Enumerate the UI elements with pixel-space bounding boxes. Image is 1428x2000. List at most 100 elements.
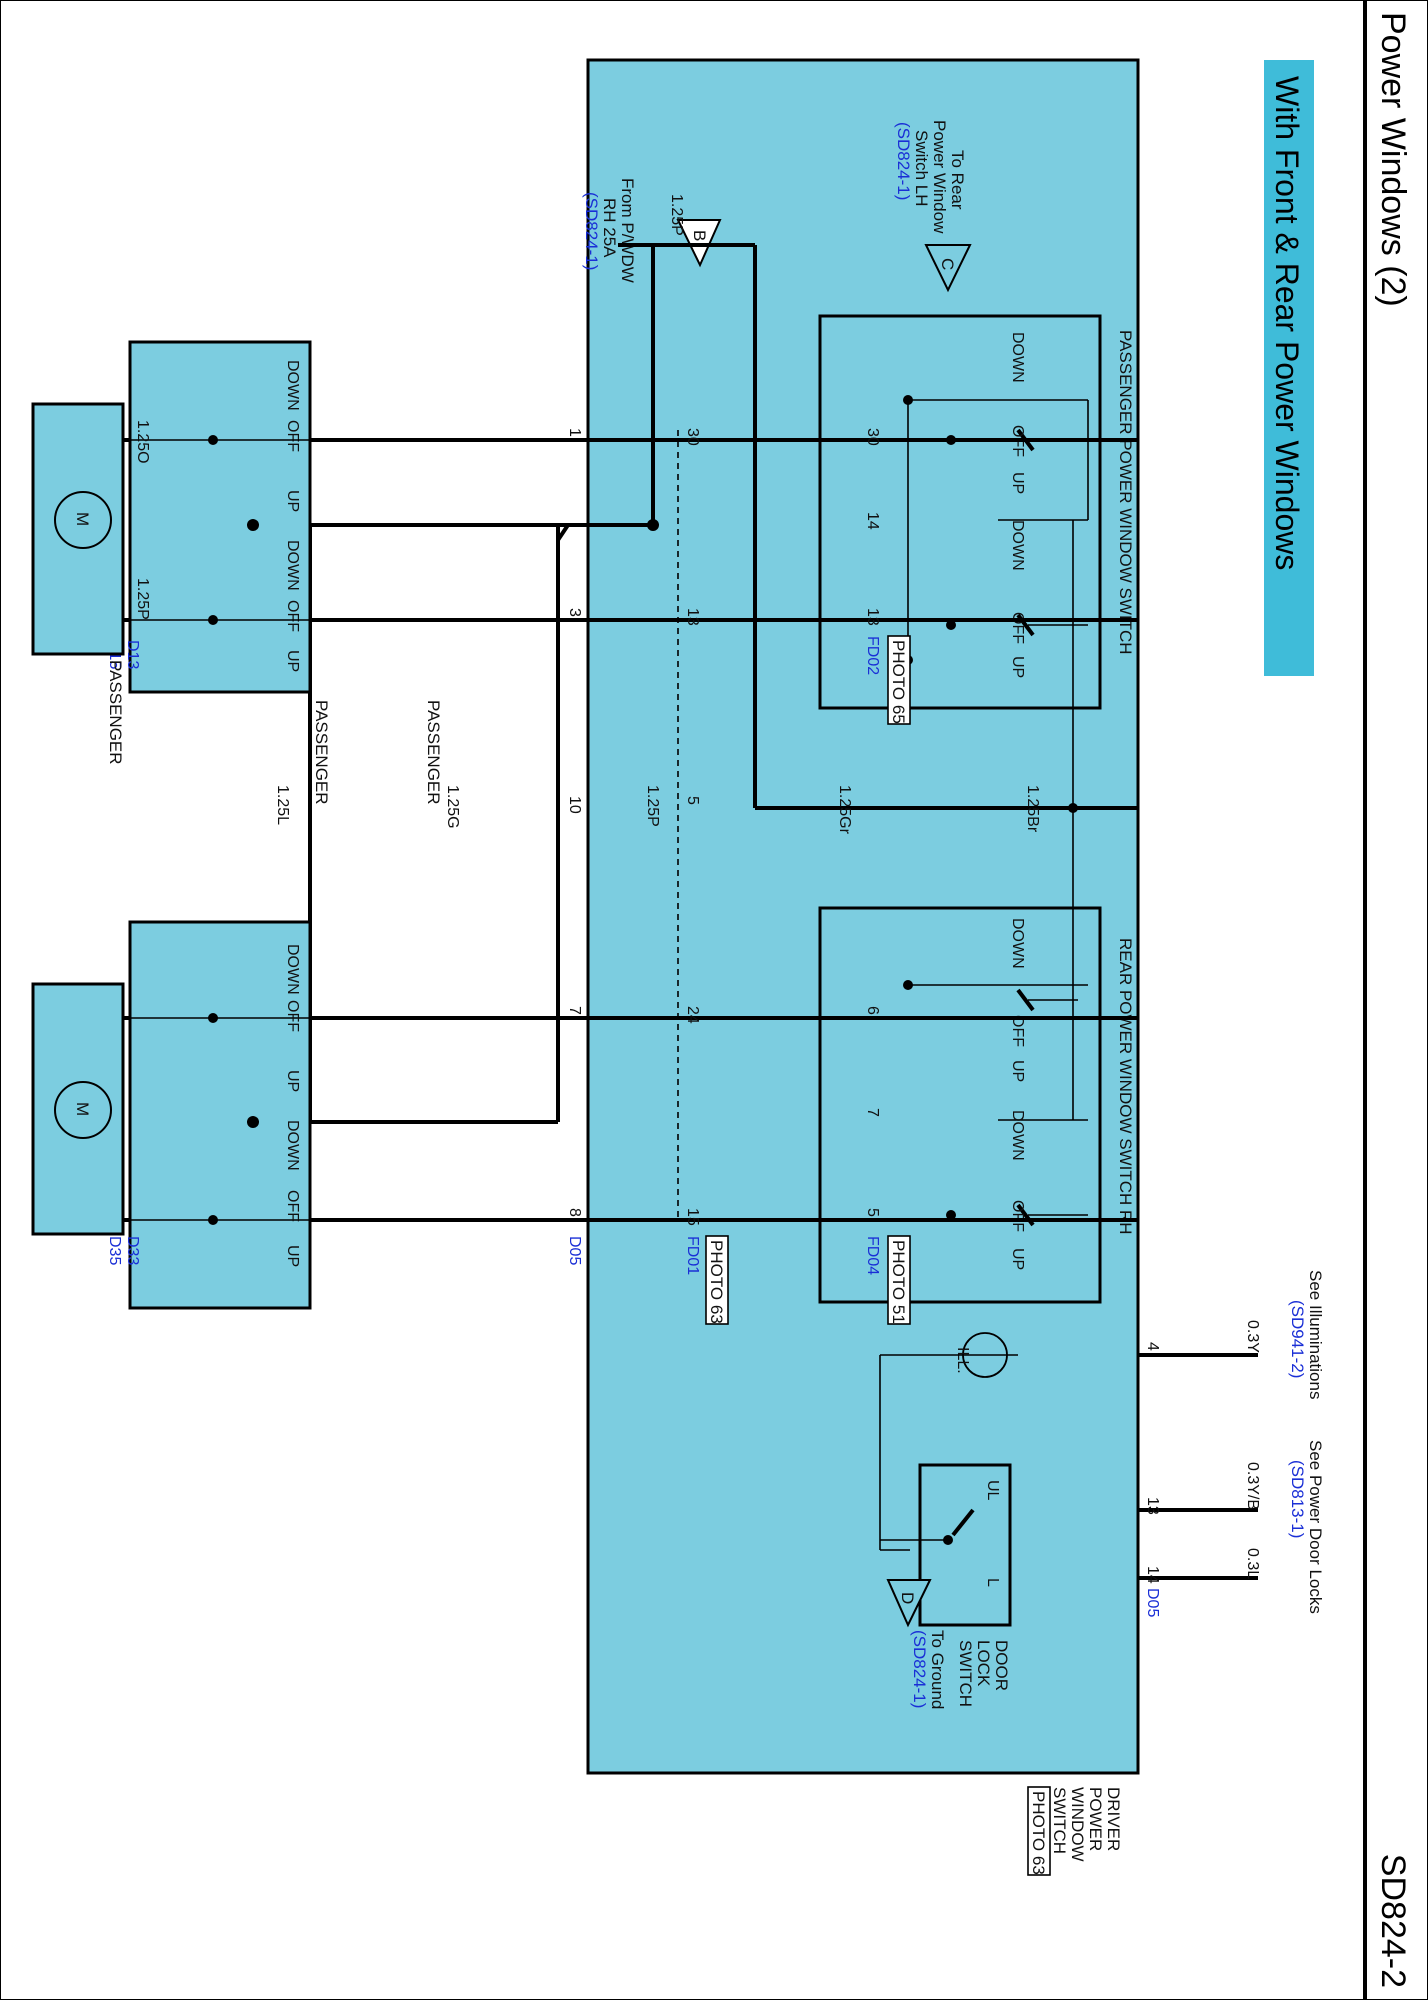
svg-text:OFF: OFF — [284, 1000, 301, 1032]
svg-text:1.25P: 1.25P — [644, 785, 661, 827]
svg-text:8: 8 — [566, 1208, 583, 1217]
svg-text:5: 5 — [864, 1208, 881, 1217]
svg-text:Switch LH: Switch LH — [912, 130, 931, 207]
passenger-motor-icon — [54, 491, 112, 549]
rear-switch-inner — [818, 906, 1102, 1304]
door-lock-label: DOOR LOCK SWITCH — [956, 1640, 1011, 1707]
svg-text:WINDOW: WINDOW — [1068, 1787, 1087, 1862]
svg-text:DOOR: DOOR — [992, 1640, 1011, 1691]
svg-text:1.25G: 1.25G — [444, 785, 461, 829]
rear-inner-down2-label: DOWN — [1009, 1110, 1026, 1161]
svg-text:UP: UP — [284, 1245, 301, 1267]
pass-inner-up2-label: UP — [1009, 656, 1026, 678]
section-banner — [1264, 60, 1314, 676]
passenger-switch-caption: PASSENGER — [312, 700, 331, 805]
svg-text:PASSENGER: PASSENGER — [312, 700, 331, 805]
passenger-motor-label: PASSENGER — [106, 660, 125, 765]
svg-text:D05: D05 — [1144, 1588, 1161, 1617]
pass-inner-off2-label: OFF — [1009, 612, 1026, 644]
svg-text:3: 3 — [566, 608, 583, 617]
svg-text:(SD824-1): (SD824-1) — [894, 122, 913, 200]
svg-text:See Power Door Locks: See Power Door Locks — [1306, 1440, 1325, 1614]
connector-fd01: FD01 — [684, 1236, 701, 1275]
svg-text:1.25Gr: 1.25Gr — [836, 785, 853, 835]
ref-c-letter: C — [938, 258, 957, 270]
pass-inner-up-label: UP — [1009, 472, 1026, 494]
svg-text:1.25P: 1.25P — [134, 578, 151, 620]
page-code: SD824-2 — [1374, 1854, 1412, 1988]
ref-b-wire: 1.25P — [668, 194, 685, 236]
svg-text:SWITCH: SWITCH — [1050, 1787, 1069, 1854]
rear-power-window-switch — [128, 920, 312, 1310]
rear-motor-icon — [54, 1081, 112, 1139]
svg-text:OFF: OFF — [284, 420, 301, 452]
svg-text:DOWN: DOWN — [284, 360, 301, 411]
svg-text:UP: UP — [284, 1070, 301, 1092]
svg-text:D33: D33 — [124, 1236, 141, 1265]
rear-inner-up-label: UP — [1009, 1060, 1026, 1082]
rear-inner-off-label: OFF — [1009, 1015, 1026, 1047]
connector-fd04: FD04 — [864, 1236, 881, 1275]
ref-c-triangle — [924, 244, 972, 293]
wire-03y: 0.3Y — [1244, 1320, 1261, 1353]
passenger-switch-inner — [818, 314, 1102, 710]
svg-text:RH 25A: RH 25A — [600, 198, 619, 258]
svg-text:30: 30 — [864, 428, 881, 446]
ref-power-door-locks: See Power Door Locks (SD813-1) — [1288, 1440, 1325, 1614]
svg-text:OFF: OFF — [284, 1190, 301, 1222]
svg-text:PHOTO 65: PHOTO 65 — [889, 640, 908, 724]
svg-text:24: 24 — [684, 1006, 701, 1024]
svg-text:DOWN: DOWN — [284, 540, 301, 591]
svg-text:7: 7 — [864, 1108, 881, 1117]
wire-03l: 0.3L — [1244, 1548, 1261, 1579]
ref-c-text: To Rear Power Window Switch LH (SD824-1) — [894, 120, 967, 234]
svg-text:1.25L: 1.25L — [274, 785, 291, 825]
svg-text:14: 14 — [1144, 1566, 1161, 1584]
svg-text:1.25O: 1.25O — [134, 420, 151, 464]
section-banner-text: With Front & Rear Power Windows — [1269, 76, 1305, 570]
ref-b-triangle — [676, 219, 722, 268]
passenger-switch-inner-label: PASSENGER POWER WINDOW SWITCH — [1116, 330, 1135, 655]
svg-text:PASSENGER: PASSENGER — [106, 660, 125, 765]
rear-switch-inner-label: REAR POWER WINDOW SWITCH RH — [1116, 938, 1135, 1235]
svg-text:UP: UP — [284, 490, 301, 512]
svg-text:OFF: OFF — [284, 600, 301, 632]
passenger-switch-label: PASSENGER — [424, 700, 443, 805]
photo-63: PHOTO 63 — [1029, 1791, 1048, 1875]
svg-text:13: 13 — [864, 608, 881, 626]
svg-text:15: 15 — [684, 1208, 701, 1226]
svg-text:To Rear: To Rear — [948, 150, 967, 210]
wire-03yb: 0.3Y/B — [1244, 1462, 1261, 1510]
rear-inner-up2-label: UP — [1009, 1248, 1026, 1270]
rear-inner-off2-label: OFF — [1009, 1200, 1026, 1232]
svg-text:PHOTO 51: PHOTO 51 — [889, 1240, 908, 1324]
svg-text:DOWN: DOWN — [284, 1120, 301, 1171]
svg-text:M: M — [73, 1102, 92, 1116]
svg-text:6: 6 — [864, 1006, 881, 1015]
svg-text:1.25Br: 1.25Br — [1024, 785, 1041, 833]
svg-text:(SD824-1): (SD824-1) — [582, 192, 601, 270]
svg-text:DRIVER: DRIVER — [1104, 1787, 1123, 1851]
svg-text:10: 10 — [566, 796, 583, 814]
ill-label: ILL. — [954, 1347, 971, 1374]
svg-text:5: 5 — [684, 796, 701, 805]
driver-power-window-switch — [586, 58, 1140, 1775]
passenger-window-motor — [31, 402, 125, 656]
svg-text:From P/WDW: From P/WDW — [618, 178, 637, 283]
svg-text:(SD813-1): (SD813-1) — [1288, 1460, 1307, 1538]
svg-text:LOCK: LOCK — [974, 1640, 993, 1687]
ref-b-text: From P/WDW RH 25A (SD824-1) — [582, 178, 637, 283]
photo-63-box — [1027, 1786, 1051, 1876]
svg-text:Power Window: Power Window — [930, 120, 949, 234]
svg-text:SWITCH: SWITCH — [956, 1640, 975, 1707]
svg-text:4: 4 — [1144, 1342, 1161, 1351]
ref-d-triangle — [886, 1579, 932, 1628]
svg-text:See Illuminations: See Illuminations — [1306, 1270, 1325, 1399]
page-title: Power Windows (2) — [1374, 12, 1412, 307]
pass-inner-down-label: DOWN — [1009, 332, 1026, 383]
connector-d05: D05 — [566, 1236, 583, 1265]
door-lock-ul: UL — [984, 1480, 1001, 1501]
svg-text:D13: D13 — [124, 640, 141, 669]
rear-inner-down-label: DOWN — [1009, 918, 1026, 969]
svg-text:30: 30 — [684, 428, 701, 446]
